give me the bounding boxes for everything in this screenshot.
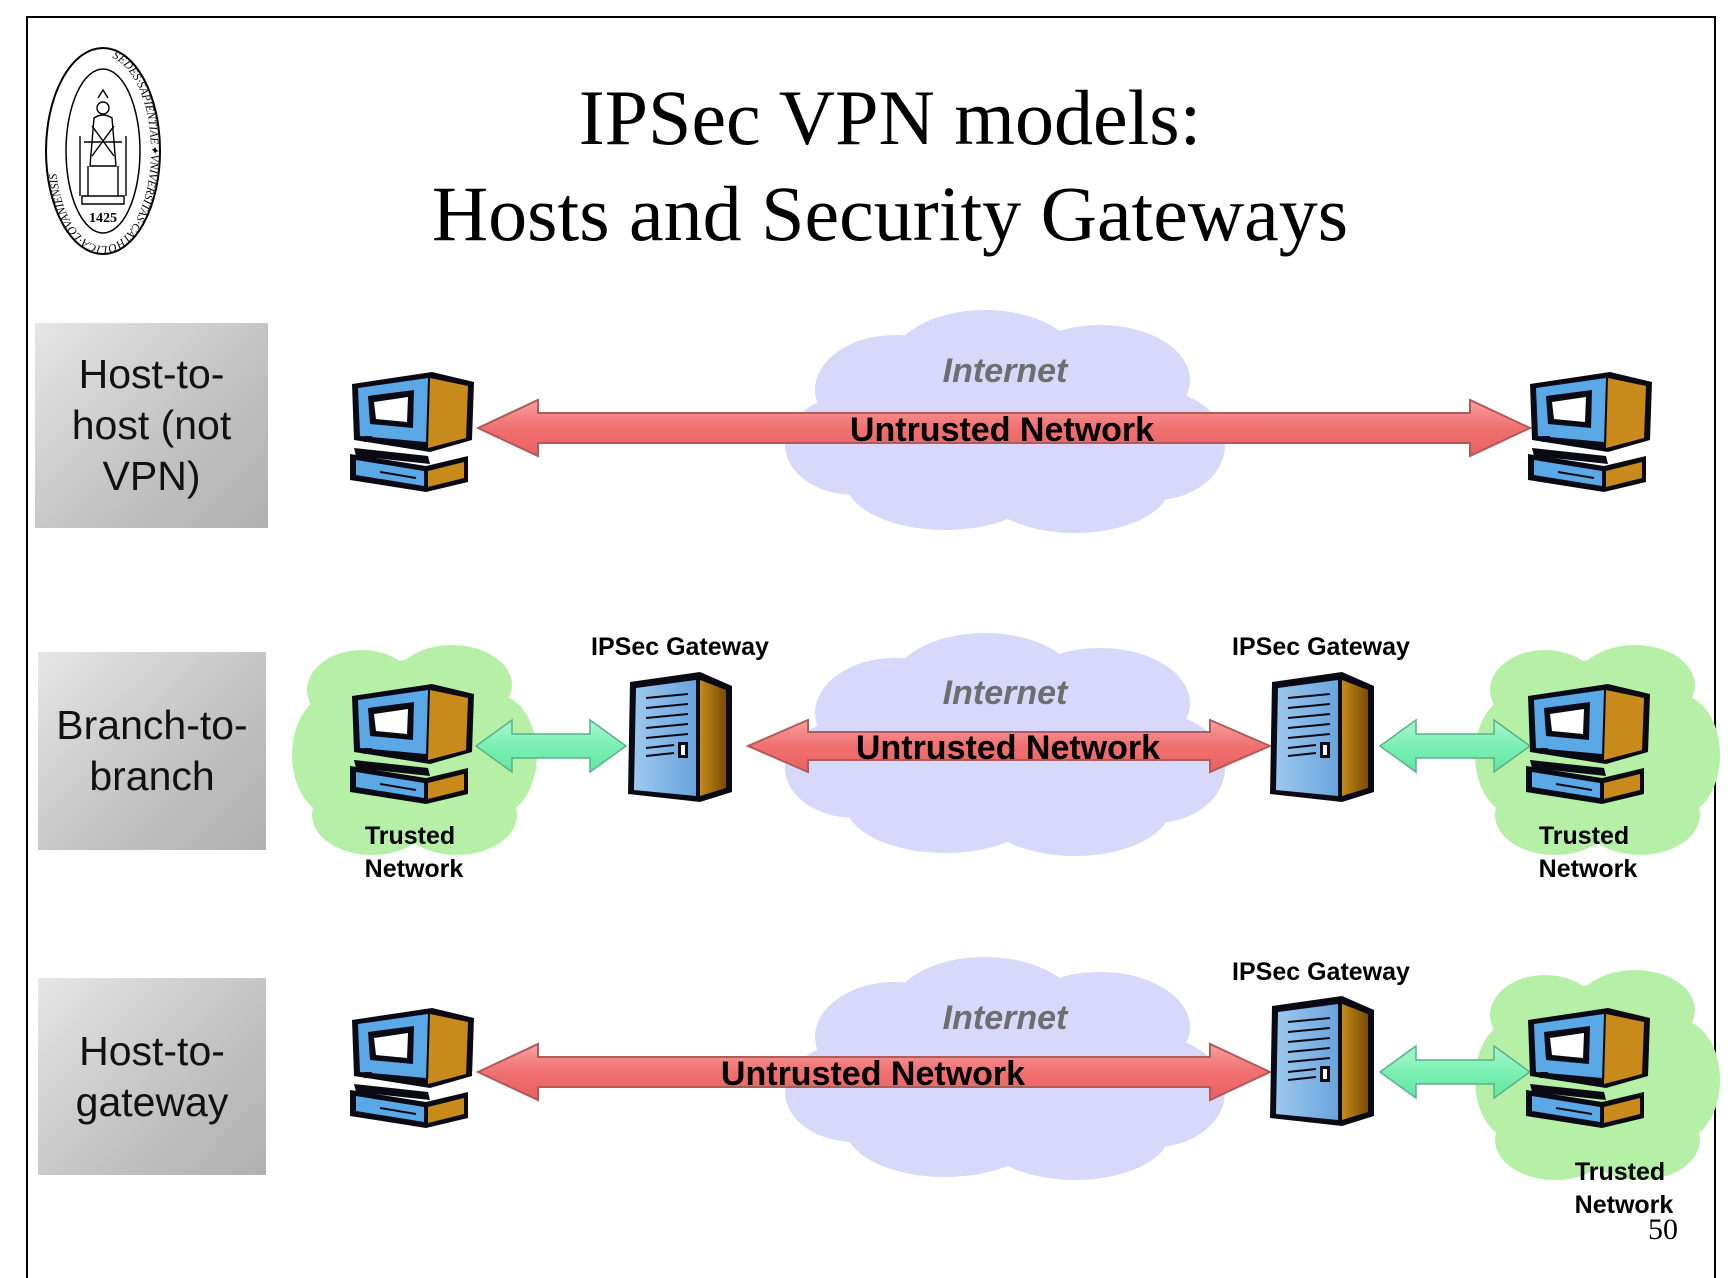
host-computer-icon: [349, 371, 475, 493]
trusted-network-label: Network: [1575, 1191, 1674, 1219]
host-computer-icon: [1525, 683, 1651, 805]
trusted-link-arrow: [474, 718, 628, 774]
row-label-host-to-host: Host-to-host (not VPN): [35, 323, 268, 528]
ipsec-gateway-label: IPSec Gateway: [1232, 633, 1410, 661]
ipsec-gateway-label: IPSec Gateway: [591, 633, 769, 661]
title-line-2: Hosts and Security Gateways: [431, 170, 1349, 257]
trusted-network-label: Trusted: [1539, 822, 1629, 850]
untrusted-network-arrow: [745, 718, 1273, 774]
internet-label: Internet: [943, 674, 1069, 712]
host-computer-icon: [1527, 371, 1653, 493]
host-computer-icon: [349, 1007, 475, 1129]
ipsec-gateway-label: IPSec Gateway: [1232, 958, 1410, 986]
untrusted-network-label: Untrusted Network: [721, 1055, 1025, 1093]
seal-year: 1425: [89, 211, 117, 226]
trusted-network-label: Trusted: [365, 822, 455, 850]
untrusted-network-label: Untrusted Network: [856, 729, 1160, 767]
gateway-server-icon: [627, 671, 733, 803]
internet-label: Internet: [943, 999, 1069, 1037]
host-computer-icon: [1525, 1007, 1651, 1129]
internet-label: Internet: [943, 352, 1069, 390]
slide-title: IPSec VPN models: Hosts and Security Gat…: [360, 70, 1420, 262]
trusted-network-label: Network: [365, 855, 464, 883]
page-number: 50: [1648, 1213, 1678, 1246]
untrusted-network-arrow: [475, 1042, 1273, 1102]
host-computer-icon: [349, 683, 475, 805]
row-branch-to-branch: Internet Untrusted Network IPSec Gateway…: [292, 633, 1720, 883]
untrusted-network-label: Untrusted Network: [850, 411, 1154, 449]
gateway-server-icon: [1269, 995, 1375, 1127]
trusted-network-label: Network: [1539, 855, 1638, 883]
untrusted-network-arrow: [475, 398, 1533, 458]
trusted-network-label: Trusted: [1575, 1158, 1665, 1186]
university-seal-logo: SEDES·SAPIENTIAE✦VNIVERSITAS·CATHOLICA·L…: [45, 47, 161, 255]
row-label-host-to-gateway: Host-to-gateway: [38, 978, 266, 1175]
gateway-server-icon: [1269, 671, 1375, 803]
title-line-1: IPSec VPN models:: [578, 74, 1202, 161]
row-host-to-host: Internet Untrusted Network: [349, 310, 1653, 533]
row-host-to-gateway: Internet Untrusted Network IPSec Gateway…: [349, 957, 1720, 1219]
row-label-branch-to-branch: Branch-to-branch: [38, 652, 266, 850]
